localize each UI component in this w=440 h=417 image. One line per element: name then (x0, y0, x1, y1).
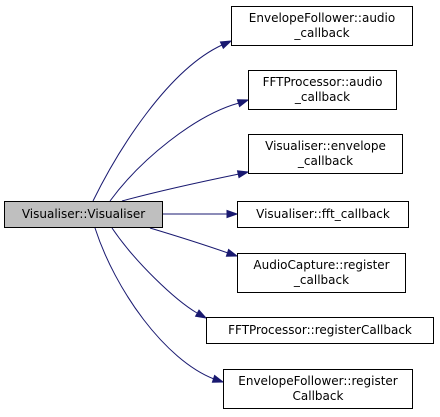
edge-to-fftprocessor-audio-callback (109, 102, 240, 202)
edge-to-fftprocessor-registercallback (111, 227, 198, 314)
edge-to-fftprocessor-audio-callback-arrowhead (236, 99, 250, 108)
node-envelopefollower-register-callback[interactable]: EnvelopeFollower::register Callback (223, 369, 413, 409)
node-audiocapture-register-callback[interactable]: AudioCapture::register _callback (237, 253, 406, 293)
edge-to-envelopefollower-register-callback (94, 227, 215, 380)
edge-to-envelopefollower-audio-callback (92, 44, 223, 202)
edge-to-audiocapture-register-callback-arrowhead (225, 248, 239, 257)
edge-to-envelopefollower-audio-callback-arrowhead (219, 40, 233, 50)
edge-to-envelopefollower-register-callback-arrowhead (211, 374, 225, 383)
edge-to-fftprocessor-registercallback-arrowhead (194, 309, 208, 319)
edge-to-visualiser-envelope-callback (121, 173, 240, 202)
edge-to-visualiser-envelope-callback-arrowhead (236, 170, 250, 179)
node-fftprocessor-audio-callback[interactable]: FFTProcessor::audio _callback (248, 70, 397, 110)
node-visualiser-fft-callback[interactable]: Visualiser::fft_callback (237, 201, 409, 228)
edge-to-visualiser-fft-callback-arrowhead (226, 209, 239, 219)
node-visualiser-envelope-callback[interactable]: Visualiser::envelope _callback (248, 134, 403, 174)
node-visualiser-visualiser: Visualiser::Visualiser (4, 201, 163, 228)
node-fftprocessor-registercallback[interactable]: FFTProcessor::registerCallback (206, 317, 434, 344)
node-envelopefollower-audio-callback[interactable]: EnvelopeFollower::audio _callback (231, 6, 413, 46)
edge-to-audiocapture-register-callback (149, 227, 229, 254)
